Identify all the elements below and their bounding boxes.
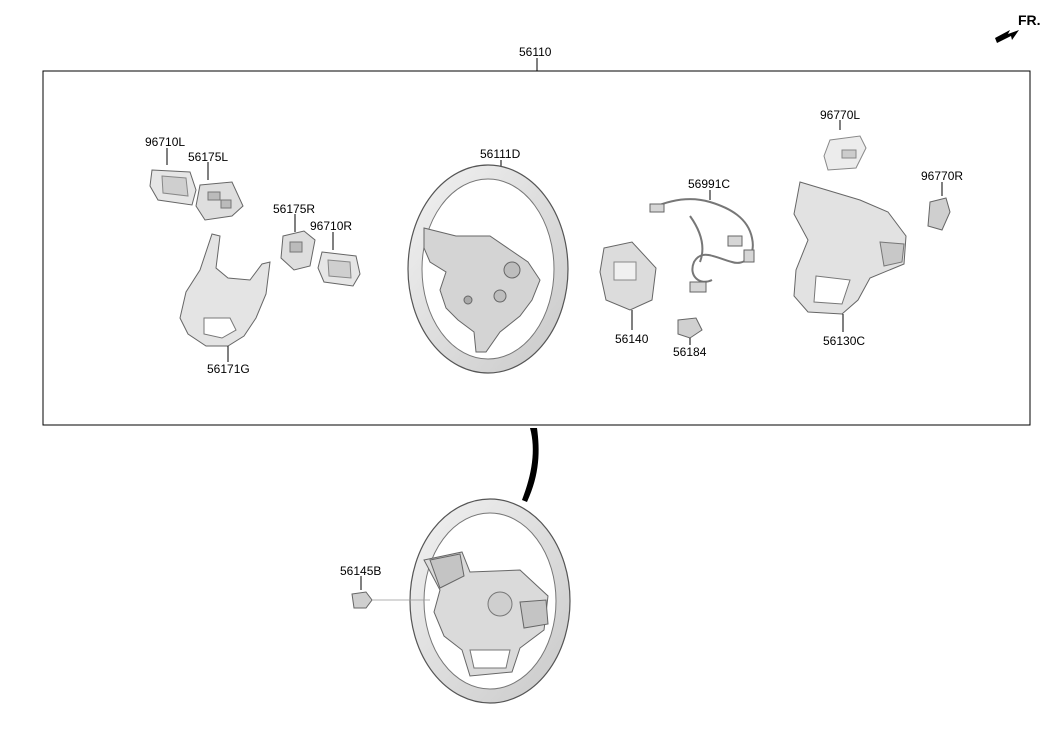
label-56991c: 56991C [688,177,731,191]
front-label: FR. [1018,12,1041,28]
label-96770r: 96770R [921,169,964,183]
label-56130c: 56130C [823,334,866,348]
label-56140: 56140 [615,332,649,346]
label-56111d: 56111D [480,147,521,161]
paddle-96770l [823,120,867,171]
front-direction-arrow-icon [995,30,1019,43]
connector-56184 [677,317,703,345]
label-96710l: 96710L [145,135,186,149]
label-56184: 56184 [673,345,707,359]
paddle-96770r [927,182,951,231]
assembly-pointer [522,428,539,502]
label-56175r: 56175R [273,202,316,216]
switch-96710l [149,148,197,206]
assembly-label: 56110 [519,45,552,59]
bolt-56145b [351,576,430,609]
bracket-56175r [280,214,316,271]
column-cover-56130c [793,181,907,332]
label-56145b: 56145B [340,564,382,578]
label-96770l: 96770L [820,108,861,122]
label-96710r: 96710R [310,219,353,233]
steering-wheel-56111d [407,160,569,374]
bracket-56175l [195,162,244,221]
plate-56140 [599,241,657,330]
wiring-harness-56991c [649,190,755,293]
label-56175l: 56175L [188,150,229,164]
switch-96710r [317,232,361,287]
label-56171g: 56171G [207,362,250,376]
assembled-steering-wheel [409,498,571,704]
cover-56171g [179,233,271,362]
